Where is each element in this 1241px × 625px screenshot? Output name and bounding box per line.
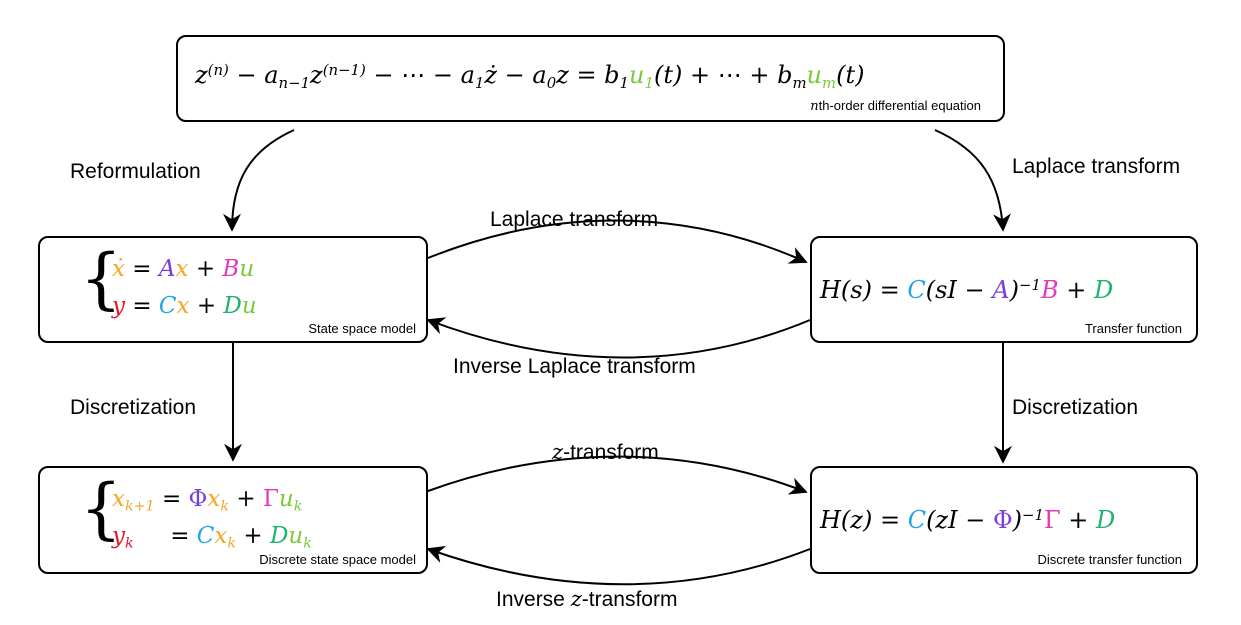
state-space-box: { ẋ = Ax + Bu y = Cx + Du State space mo…	[38, 236, 428, 343]
dtf-equation: H(z) = C(zI − Φ)−1Γ + D	[820, 506, 1116, 535]
ode-box: z(n) − an−1z(n−1) − ⋯ − a1ż − a0z = b1u1…	[176, 35, 1005, 122]
z-transform-label: z-transform	[552, 440, 659, 464]
discrete-state-space-box: { xk+1 = Φxk + Γuk yk = Cxk + Duk Discre…	[38, 466, 428, 574]
dssm-caption: Discrete state space model	[259, 552, 416, 567]
ode-equation: z(n) − an−1z(n−1) − ⋯ − a1ż − a0z = b1u1…	[195, 61, 865, 92]
inverse-laplace-arrow	[426, 317, 811, 359]
dtf-caption: Discrete transfer function	[1037, 552, 1182, 567]
left-brace: {	[80, 470, 122, 547]
dssm-eq-1: xk+1 = Φxk + Γuk	[112, 486, 303, 515]
discretization-right-label: Discretization	[1012, 396, 1139, 419]
dssm-eq-2: yk = Cxk + Duk	[112, 523, 312, 552]
inverse-z-transform-label: Inverse z-transform	[496, 587, 678, 611]
inverse-laplace-label: Inverse Laplace transform	[453, 355, 696, 378]
left-brace: {	[80, 240, 122, 317]
transfer-function-box: H(s) = C(sI − A)−1B + D Transfer functio…	[810, 236, 1198, 343]
laplace-right-label: Laplace transform	[1012, 155, 1181, 178]
tf-caption: Transfer function	[1084, 321, 1182, 336]
ssm-caption: State space model	[308, 321, 416, 336]
inverse-z-arrow	[426, 545, 811, 586]
ssm-eq-1: ẋ = Ax + Bu	[112, 256, 255, 282]
laplace-right-arrow	[934, 129, 1012, 232]
discrete-transfer-function-box: H(z) = C(zI − Φ)−1Γ + D Discrete transfe…	[810, 466, 1198, 574]
reformulation-arrow	[223, 129, 295, 232]
tf-equation: H(s) = C(sI − A)−1B + D	[820, 276, 1114, 305]
ode-caption: nth-order differential equation	[810, 98, 981, 114]
discretization-left-label: Discretization	[70, 396, 197, 419]
z-transform-arrow	[427, 455, 808, 495]
laplace-mid-arrow	[427, 219, 808, 264]
laplace-mid-label: Laplace transform	[490, 208, 659, 231]
reformulation-label: Reformulation	[70, 160, 201, 183]
ssm-eq-2: y = Cx + Du	[112, 293, 257, 319]
